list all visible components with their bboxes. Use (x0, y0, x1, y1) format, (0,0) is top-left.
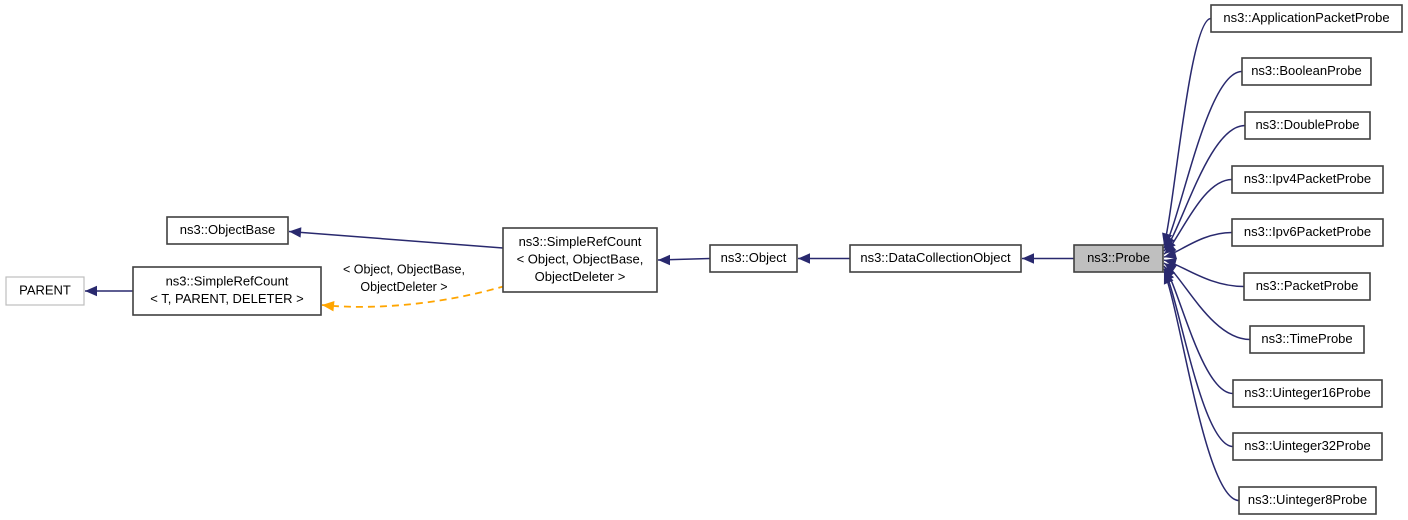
class-node-datacollectionobject[interactable]: ns3::DataCollectionObject (849, 244, 1022, 273)
class-label-datacollectionobject-line-0: ns3::DataCollectionObject (860, 250, 1011, 265)
class-label-ipv6packetprobe-line-0: ns3::Ipv6PacketProbe (1244, 224, 1371, 239)
class-label-doubleprobe-line-0: ns3::DoubleProbe (1255, 117, 1359, 132)
class-label-timeprobe-line-0: ns3::TimeProbe (1261, 331, 1352, 346)
class-node-ipv4packetprobe[interactable]: ns3::Ipv4PacketProbe (1231, 165, 1384, 194)
class-label-applicationpacketprobe-line-0: ns3::ApplicationPacketProbe (1223, 10, 1389, 25)
class-node-objectbase[interactable]: ns3::ObjectBase (166, 216, 289, 245)
class-label-uinteger16probe-line-0: ns3::Uinteger16Probe (1244, 385, 1370, 400)
class-node-simplerefcount-generic[interactable]: ns3::SimpleRefCount< T, PARENT, DELETER … (132, 266, 322, 316)
class-box-objectbase[interactable] (166, 216, 289, 245)
edge-uinteger32probe-to-probe (1163, 268, 1234, 448)
edge-packetprobe-to-probe (1163, 259, 1245, 288)
class-node-uinteger8probe[interactable]: ns3::Uinteger8Probe (1238, 486, 1377, 515)
arrowhead-uinteger8probe-to-probe (1163, 271, 1174, 285)
class-box-uinteger16probe[interactable] (1232, 379, 1383, 408)
edges-layer (85, 17, 1251, 502)
nodes-layer: PARENT ns3::SimpleRefCount< T, PARENT, DE… (5, 4, 1403, 515)
class-box-ipv6packetprobe[interactable] (1231, 218, 1384, 247)
arrowhead-object-to-simplerefcount-object (658, 254, 670, 266)
class-box-parent[interactable] (5, 276, 85, 306)
arrowhead-timeprobe-to-probe (1164, 262, 1177, 275)
class-label-simplerefcount-object-line-1: < Object, ObjectBase, (517, 251, 644, 266)
class-box-applicationpacketprobe[interactable] (1210, 4, 1403, 33)
class-label-uinteger8probe-line-0: ns3::Uinteger8Probe (1248, 492, 1367, 507)
edge-uinteger8probe-to-probe (1163, 271, 1240, 502)
edge-timeprobe-to-probe (1163, 262, 1251, 341)
class-box-uinteger8probe[interactable] (1238, 486, 1377, 515)
class-label-simplerefcount-generic-line-1: < T, PARENT, DELETER > (150, 291, 303, 306)
class-box-simplerefcount-generic[interactable] (132, 266, 322, 316)
class-label-simplerefcount-object-line-0: ns3::SimpleRefCount (519, 234, 642, 249)
arrowhead-datacollectionobject-to-object (798, 253, 810, 264)
class-node-ipv6packetprobe[interactable]: ns3::Ipv6PacketProbe (1231, 218, 1384, 247)
class-label-parent-line-0: PARENT (19, 282, 71, 297)
class-label-packetprobe-line-0: ns3::PacketProbe (1256, 278, 1359, 293)
class-node-packetprobe[interactable]: ns3::PacketProbe (1243, 272, 1371, 301)
class-box-ipv4packetprobe[interactable] (1231, 165, 1384, 194)
arrowhead-simplerefcount-generic-to-parent (85, 285, 97, 297)
class-node-parent[interactable]: PARENT (5, 276, 85, 306)
class-label-booleanprobe-line-0: ns3::BooleanProbe (1251, 63, 1362, 78)
class-box-object[interactable] (709, 244, 798, 273)
edge-label-text-label-object-objectbase-objectdeleter-line-0: < Object, ObjectBase, (343, 262, 465, 276)
class-label-simplerefcount-generic-line-0: ns3::SimpleRefCount (166, 274, 289, 289)
arrowhead-simplerefcount-object-to-simplerefcount-generic (322, 301, 335, 312)
edge-ipv4packetprobe-to-probe (1163, 178, 1233, 255)
class-label-objectbase-line-0: ns3::ObjectBase (180, 222, 275, 237)
edge-doubleprobe-to-probe (1163, 124, 1246, 252)
arrowhead-ipv6packetprobe-to-probe (1164, 248, 1177, 259)
class-label-ipv4packetprobe-line-0: ns3::Ipv4PacketProbe (1244, 171, 1371, 186)
class-label-probe-line-0: ns3::Probe (1087, 250, 1150, 265)
class-node-probe[interactable]: ns3::Probe (1073, 244, 1164, 273)
edge-label-text-label-object-objectbase-objectdeleter-line-1: ObjectDeleter > (360, 280, 447, 294)
class-node-applicationpacketprobe[interactable]: ns3::ApplicationPacketProbe (1210, 4, 1403, 33)
class-box-probe[interactable] (1073, 244, 1164, 273)
edge-labels-layer: < Object, ObjectBase, ObjectDeleter > (343, 262, 465, 294)
class-node-object[interactable]: ns3::Object (709, 244, 798, 273)
class-node-timeprobe[interactable]: ns3::TimeProbe (1249, 325, 1365, 354)
class-box-doubleprobe[interactable] (1244, 111, 1371, 140)
class-label-simplerefcount-object-line-2: ObjectDeleter > (535, 269, 626, 284)
class-label-object-line-0: ns3::Object (721, 250, 787, 265)
class-box-booleanprobe[interactable] (1241, 57, 1372, 86)
class-node-uinteger16probe[interactable]: ns3::Uinteger16Probe (1232, 379, 1383, 408)
arrowhead-probe-to-datacollectionobject (1022, 253, 1034, 264)
class-node-uinteger32probe[interactable]: ns3::Uinteger32Probe (1232, 432, 1383, 461)
edge-label-label-object-objectbase-objectdeleter: < Object, ObjectBase, ObjectDeleter > (343, 262, 465, 294)
edge-booleanprobe-to-probe (1163, 70, 1243, 249)
class-label-uinteger32probe-line-0: ns3::Uinteger32Probe (1244, 438, 1370, 453)
class-node-doubleprobe[interactable]: ns3::DoubleProbe (1244, 111, 1371, 140)
class-box-packetprobe[interactable] (1243, 272, 1371, 301)
arrowhead-simplerefcount-object-to-objectbase (289, 227, 302, 238)
class-box-timeprobe[interactable] (1249, 325, 1365, 354)
class-node-booleanprobe[interactable]: ns3::BooleanProbe (1241, 57, 1372, 86)
class-box-simplerefcount-object[interactable] (502, 227, 658, 293)
class-node-simplerefcount-object[interactable]: ns3::SimpleRefCount< Object, ObjectBase,… (502, 227, 658, 293)
edge-simplerefcount-object-to-objectbase (288, 230, 504, 249)
class-box-datacollectionobject[interactable] (849, 244, 1022, 273)
class-box-uinteger32probe[interactable] (1232, 432, 1383, 461)
edge-applicationpacketprobe-to-probe (1163, 17, 1212, 246)
